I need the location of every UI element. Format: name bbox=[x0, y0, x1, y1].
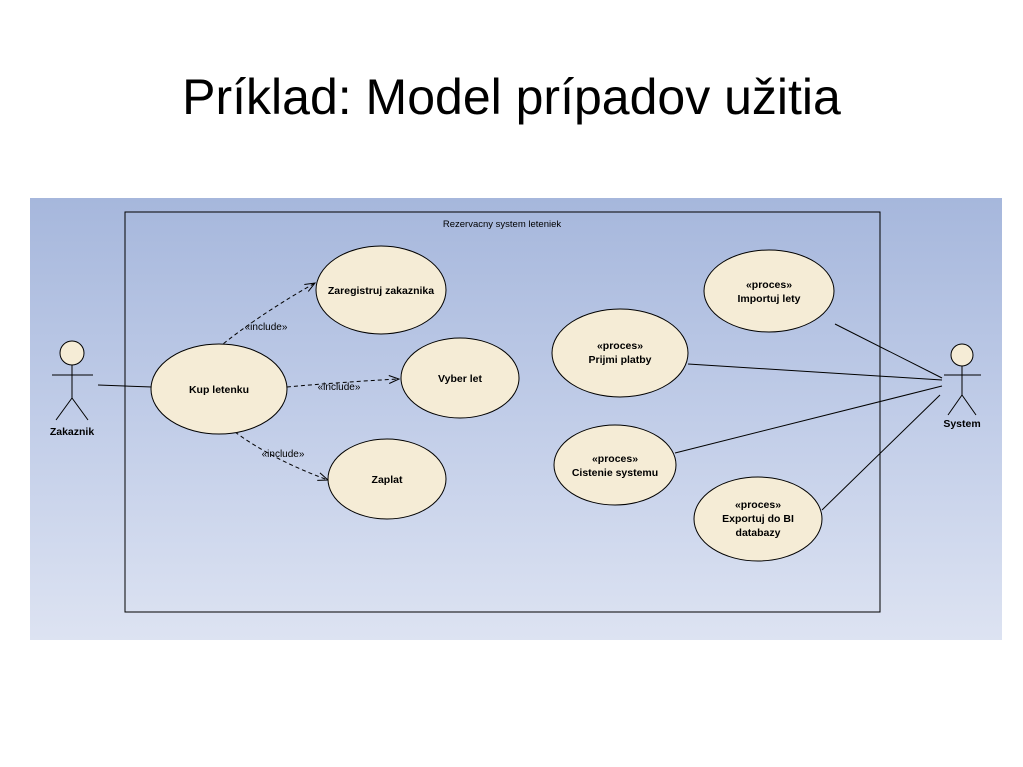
use-case-receive-payments-stereotype: «proces» bbox=[597, 340, 643, 352]
include-label-select: «include» bbox=[318, 382, 361, 393]
use-case-import-flights-stereotype: «proces» bbox=[746, 279, 792, 291]
actor-customer-head bbox=[59, 340, 85, 366]
use-case-export-bi-label-line2: databazy bbox=[736, 527, 781, 539]
use-case-receive-payments-label: Prijmi platby bbox=[588, 354, 651, 366]
association-customer-buy bbox=[97, 384, 153, 388]
include-arrow-register bbox=[217, 283, 315, 349]
association-system-import bbox=[834, 323, 943, 379]
use-case-select-flight[interactable]: Vyber let bbox=[400, 337, 520, 419]
system-boundary bbox=[124, 211, 881, 613]
use-case-export-bi-stereotype: «proces» bbox=[735, 499, 781, 511]
system-boundary-label: Rezervacny system leteniek bbox=[443, 219, 562, 230]
actor-customer[interactable]: Zakaznik bbox=[50, 340, 95, 438]
use-case-register-customer[interactable]: Zaregistruj zakaznika bbox=[315, 245, 447, 335]
use-case-import-flights[interactable]: «proces» Importuj lety bbox=[703, 249, 835, 333]
slide-title: Príklad: Model prípadov užitia bbox=[182, 69, 841, 125]
use-case-select-flight-label: Vyber let bbox=[438, 373, 482, 385]
association-system-payments bbox=[687, 363, 943, 381]
association-system-cleanup bbox=[674, 385, 943, 454]
use-case-export-bi[interactable]: «proces» Exportuj do BI databazy bbox=[693, 476, 823, 562]
use-case-receive-payments[interactable]: «proces» Prijmi platby bbox=[551, 308, 689, 398]
use-case-system-cleanup-stereotype: «proces» bbox=[592, 453, 638, 465]
include-label-pay: «include» bbox=[262, 449, 305, 460]
use-case-pay[interactable]: Zaplat bbox=[327, 438, 447, 520]
actor-system[interactable]: System bbox=[943, 343, 981, 430]
include-arrow-pay bbox=[234, 431, 328, 480]
include-arrow-select bbox=[286, 379, 399, 388]
use-case-buy-ticket[interactable]: Kup letenku bbox=[150, 343, 288, 435]
actor-system-head bbox=[950, 343, 974, 367]
use-case-import-flights-label: Importuj lety bbox=[737, 293, 800, 305]
use-case-export-bi-label-line1: Exportuj do BI bbox=[722, 513, 794, 525]
use-case-system-cleanup[interactable]: «proces» Cistenie systemu bbox=[553, 424, 677, 506]
use-case-system-cleanup-label: Cistenie systemu bbox=[572, 467, 658, 479]
actor-customer-label: Zakaznik bbox=[50, 426, 95, 438]
use-case-register-customer-label: Zaregistruj zakaznika bbox=[328, 285, 434, 297]
use-case-buy-ticket-label: Kup letenku bbox=[189, 384, 249, 396]
include-label-register: «include» bbox=[245, 322, 288, 333]
association-system-export bbox=[821, 394, 941, 511]
use-case-pay-label: Zaplat bbox=[372, 474, 403, 486]
actor-system-label: System bbox=[943, 418, 980, 430]
